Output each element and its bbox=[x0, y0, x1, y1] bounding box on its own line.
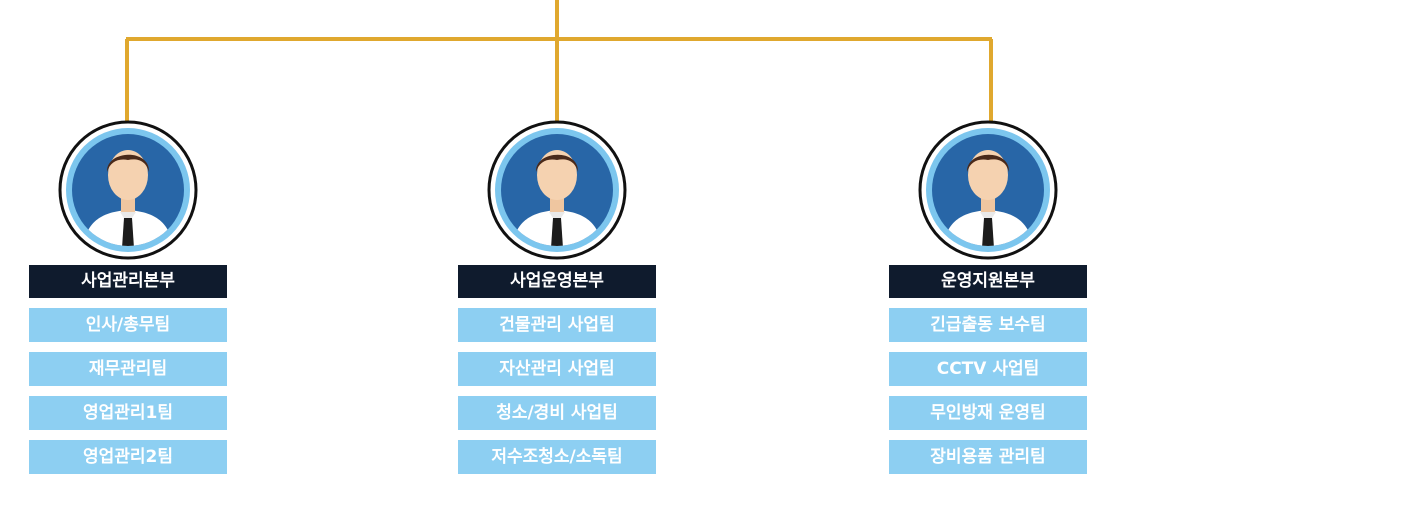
division-title: 사업관리본부 bbox=[29, 265, 227, 298]
team-item: 자산관리 사업팀 bbox=[458, 352, 656, 386]
team-item: 긴급출동 보수팀 bbox=[889, 308, 1087, 342]
team-item: 건물관리 사업팀 bbox=[458, 308, 656, 342]
team-item: 무인방재 운영팀 bbox=[889, 396, 1087, 430]
person-avatar-icon bbox=[487, 120, 627, 260]
team-list: 긴급출동 보수팀 CCTV 사업팀 무인방재 운영팀 장비용품 관리팀 bbox=[889, 308, 1087, 484]
team-item: 장비용품 관리팀 bbox=[889, 440, 1087, 474]
team-item: 영업관리2팀 bbox=[29, 440, 227, 474]
team-item: 인사/총무팀 bbox=[29, 308, 227, 342]
team-item: 저수조청소/소독팀 bbox=[458, 440, 656, 474]
team-item: 청소/경비 사업팀 bbox=[458, 396, 656, 430]
team-item: 영업관리1팀 bbox=[29, 396, 227, 430]
team-list: 건물관리 사업팀 자산관리 사업팀 청소/경비 사업팀 저수조청소/소독팀 bbox=[458, 308, 656, 484]
team-list: 인사/총무팀 재무관리팀 영업관리1팀 영업관리2팀 bbox=[29, 308, 227, 484]
division-title: 사업운영본부 bbox=[458, 265, 656, 298]
person-avatar-icon bbox=[58, 120, 198, 260]
team-item: CCTV 사업팀 bbox=[889, 352, 1087, 386]
team-item: 재무관리팀 bbox=[29, 352, 227, 386]
division-title: 운영지원본부 bbox=[889, 265, 1087, 298]
person-avatar-icon bbox=[918, 120, 1058, 260]
